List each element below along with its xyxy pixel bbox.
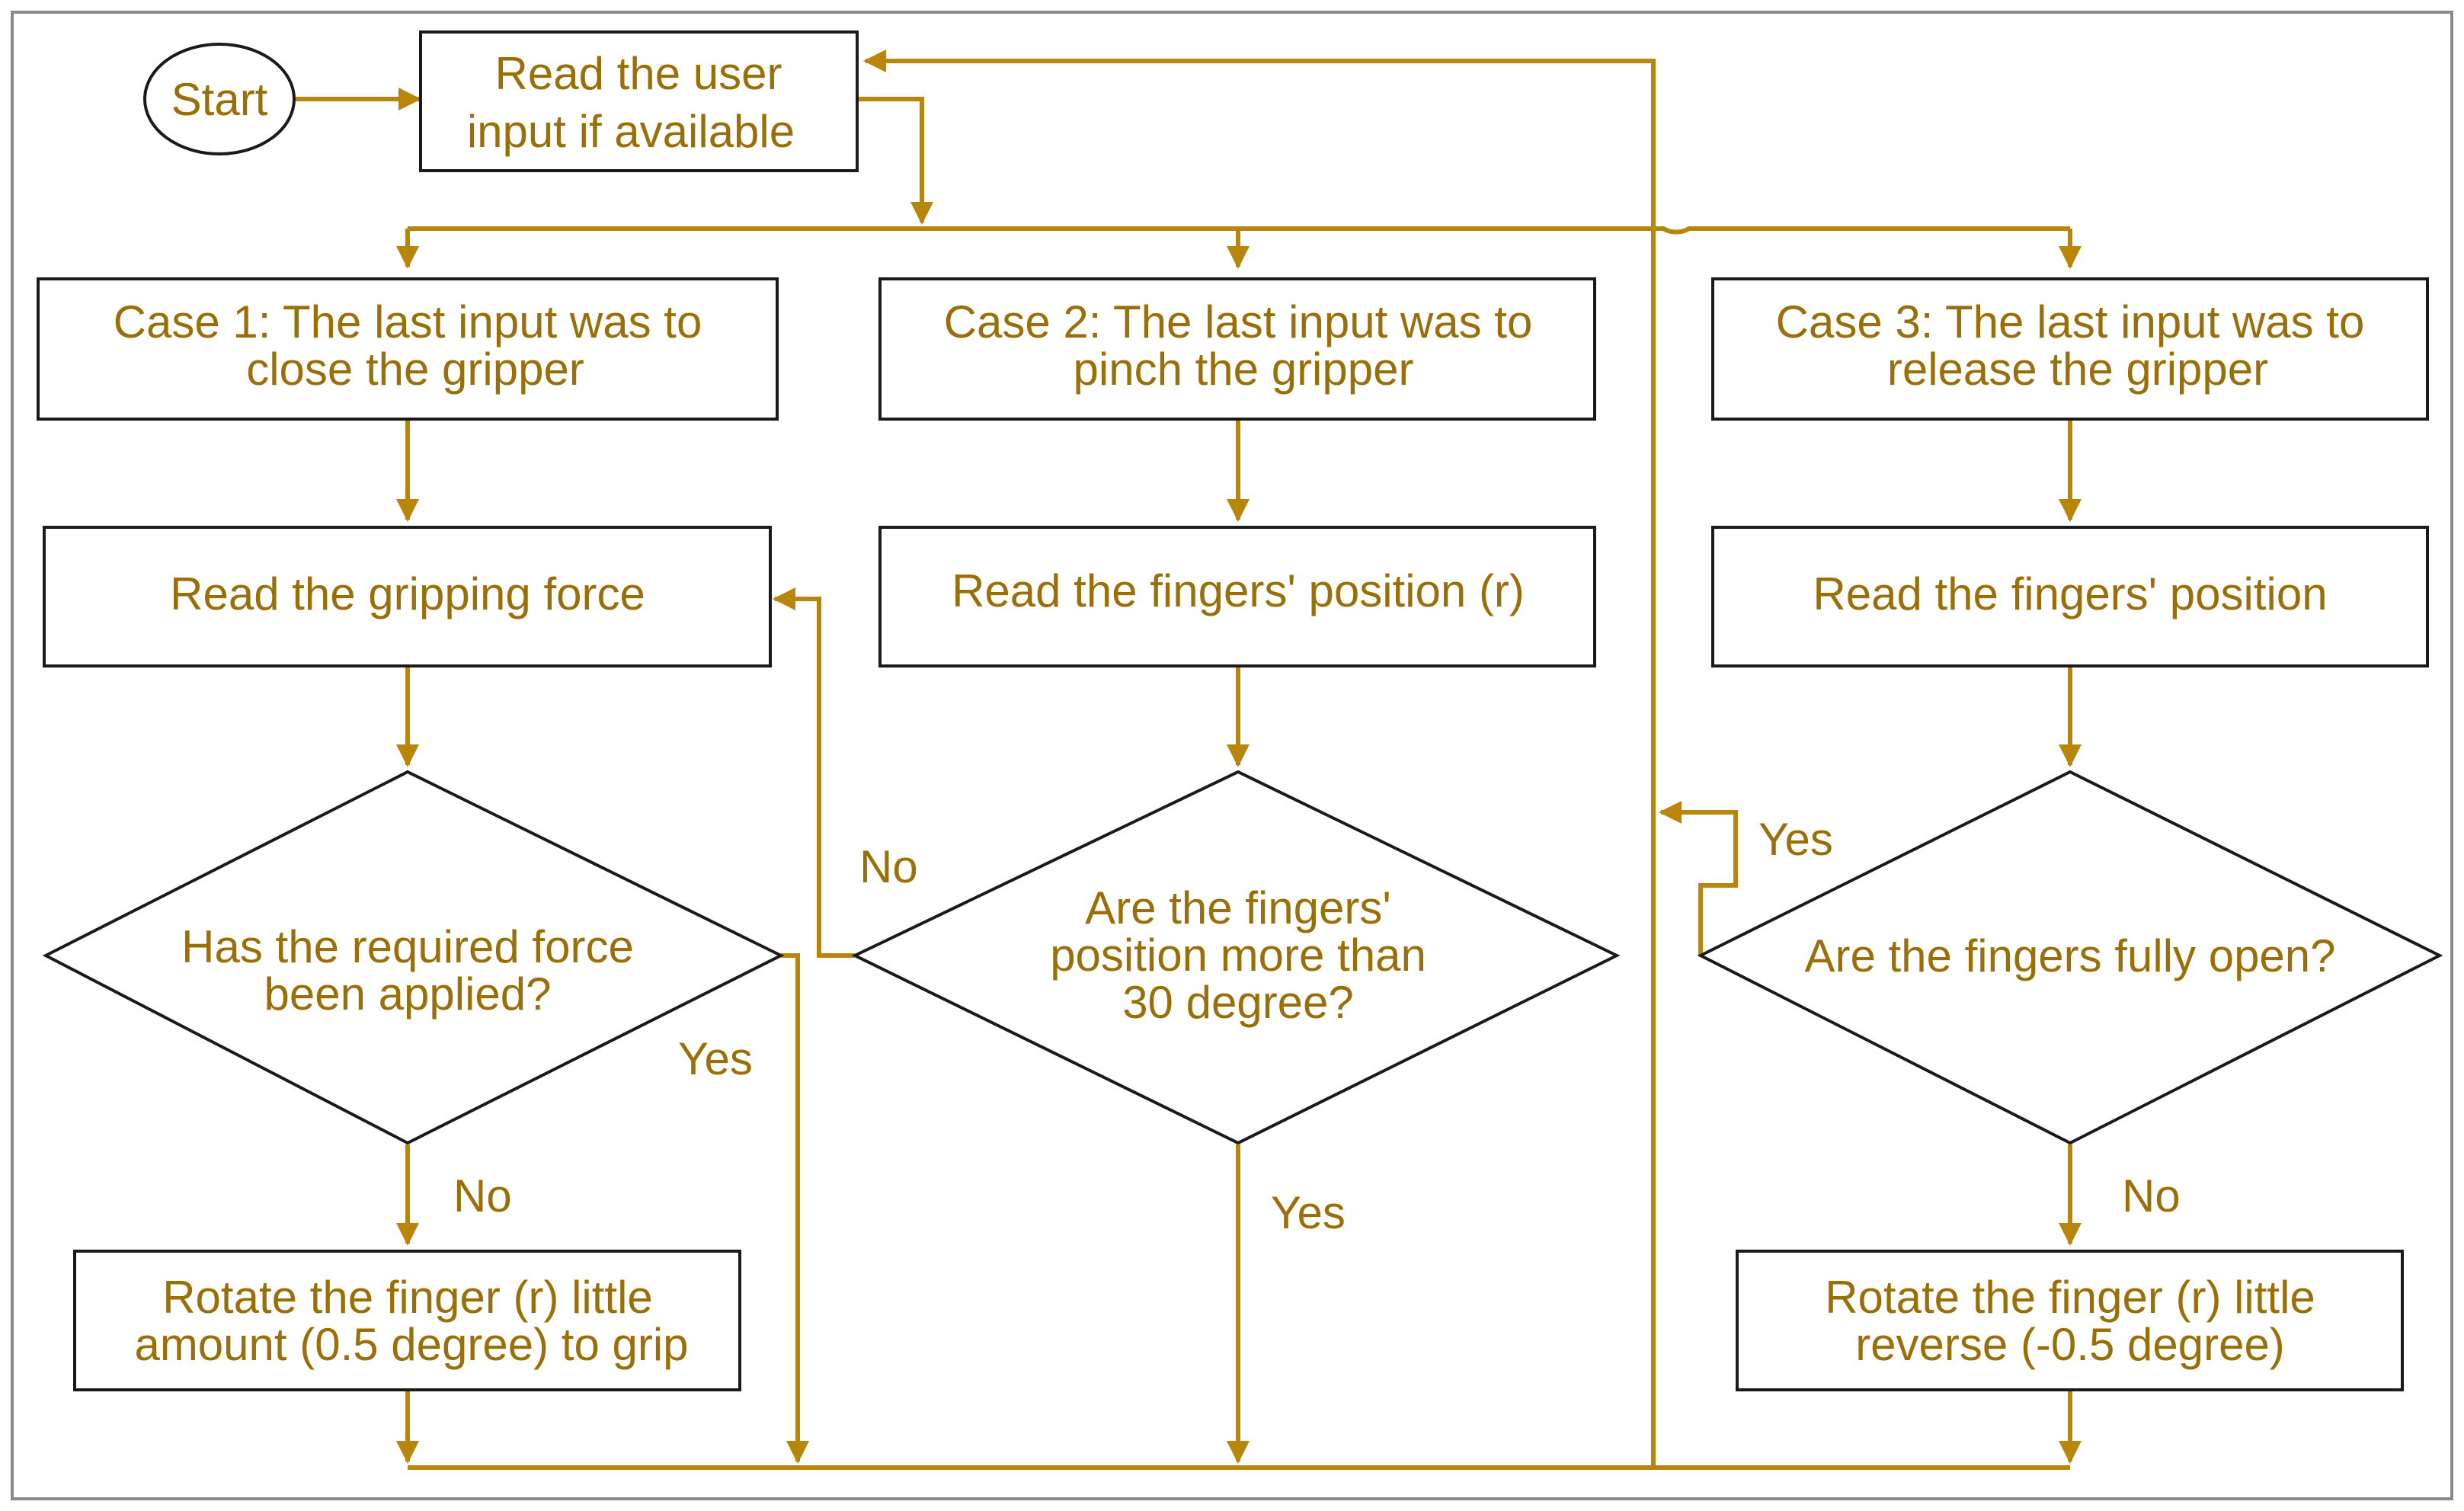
nodes — [37, 30, 2443, 1391]
read-force-box — [43, 526, 772, 667]
start-node — [143, 43, 296, 155]
node-labels: Start Read the user input if available C… — [114, 48, 2365, 1370]
force-decision-line-2: been applied? — [264, 968, 551, 1020]
case1-line-2: close the gripper — [246, 344, 584, 395]
force-decision-diamond — [42, 770, 785, 1145]
case2-box — [878, 277, 1596, 421]
rotate-rev-box — [1736, 1250, 2404, 1391]
read-force-label: Read the gripping force — [170, 568, 645, 619]
edge-read-input-to-bus — [859, 97, 933, 225]
open-decision-label: Are the fingers fully open? — [1804, 930, 2335, 981]
edge-pos30-no-to-read-force — [773, 587, 855, 958]
connectors — [296, 50, 2082, 1470]
force-no-label: No — [453, 1170, 512, 1221]
distribution-bus — [408, 226, 2070, 235]
pos30-decision-line-3: 30 degree? — [1122, 977, 1354, 1028]
case3-line-1: Case 3: The last input was to — [1776, 296, 2365, 347]
edge-force-yes-to-return — [781, 953, 809, 1464]
pos30-decision-line-2: position more than — [1050, 930, 1426, 981]
open-no-label: No — [2122, 1170, 2181, 1221]
pos30-yes-label: Yes — [1271, 1187, 1346, 1238]
rotate-rev-line-1: Rotate the finger (r) little — [1825, 1272, 2315, 1323]
edge-labels: Yes No No Yes Yes No — [453, 814, 2181, 1238]
force-yes-label: Yes — [678, 1033, 753, 1084]
read-pos-r-box — [878, 526, 1596, 667]
read-input-box — [419, 30, 859, 172]
start-label: Start — [171, 74, 268, 125]
case1-line-1: Case 1: The last input was to — [114, 296, 702, 347]
read-pos-label: Read the fingers' position — [1813, 568, 2327, 619]
case3-box — [1711, 277, 2429, 421]
edge-open-yes-to-loop — [1659, 801, 1738, 956]
rotate-grip-line-2: amount (0.5 degree) to grip — [134, 1319, 688, 1370]
case2-line-2: pinch the gripper — [1074, 344, 1414, 395]
case1-box — [37, 277, 779, 421]
rotate-rev-line-2: reverse (-0.5 degree) — [1855, 1319, 2285, 1370]
rotate-grip-box — [73, 1250, 741, 1391]
rotate-grip-line-1: Rotate the finger (r) little — [162, 1272, 653, 1323]
pos30-decision-line-1: Are the fingers' — [1085, 882, 1391, 933]
open-decision-diamond — [1697, 770, 2443, 1145]
read-input-line-2: input if available — [467, 106, 795, 157]
read-pos-r-label: Read the fingers' position (r) — [952, 565, 1525, 616]
case3-line-2: release the gripper — [1887, 344, 2268, 395]
force-decision-line-1: Has the required force — [181, 921, 634, 972]
pos30-no-label: No — [859, 841, 918, 892]
case2-line-1: Case 2: The last input was to — [944, 296, 1533, 347]
edge-loop-to-read-input — [863, 50, 1656, 1468]
read-input-line-1: Read the user — [495, 48, 782, 99]
open-yes-label: Yes — [1758, 814, 1833, 865]
read-pos-box — [1711, 526, 2429, 667]
pos30-decision-diamond — [851, 770, 1621, 1145]
